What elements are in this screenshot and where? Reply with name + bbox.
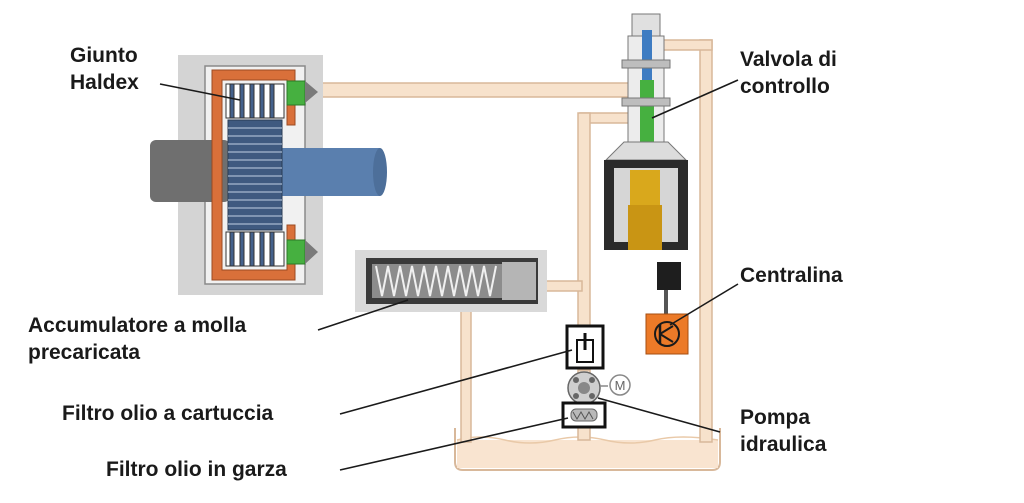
label-filtro-garza: Filtro olio in garza — [106, 458, 287, 481]
cartridge-filter — [565, 324, 605, 370]
haldex-clutch — [150, 55, 387, 295]
output-shaft — [280, 148, 380, 196]
piston-bottom — [286, 239, 306, 265]
label-centralina: Centralina — [740, 264, 843, 287]
leader-garza — [339, 417, 569, 471]
leader-pompa — [597, 397, 721, 433]
clutch-plates-top — [225, 83, 285, 119]
piston-top — [286, 80, 306, 106]
label-pompa-idraulica: Pompa idraulica — [740, 406, 827, 456]
ecu-unit — [645, 313, 689, 355]
control-valve — [604, 13, 688, 290]
leader-centralina — [669, 283, 739, 326]
oil-level — [457, 440, 718, 468]
valve-spool — [640, 80, 654, 150]
leader-lines — [159, 79, 739, 471]
leader-cartuccia — [339, 349, 573, 415]
label-filtro-cartuccia: Filtro olio a cartuccia — [62, 402, 274, 425]
hydraulic-pump: M — [567, 371, 631, 405]
motor-symbol — [609, 374, 631, 396]
leader-giunto — [159, 83, 241, 101]
label-valvola-di-controllo: Valvola di controllo — [740, 48, 837, 98]
label-accumulatore: Accumulatore a molla precaricata — [28, 314, 247, 364]
valve-needle — [642, 30, 652, 82]
input-shaft — [150, 140, 230, 202]
valve-connector — [657, 262, 681, 290]
leader-valvola — [651, 79, 739, 119]
spring-accumulator — [355, 250, 547, 312]
gauze-filter — [561, 401, 607, 429]
clutch-plates-bottom — [225, 231, 285, 267]
motor-symbol-text: M — [615, 378, 626, 393]
leader-accumulatore — [317, 299, 409, 331]
clutch-hub — [227, 119, 283, 231]
label-giunto-haldex: Giunto Haldex — [70, 44, 139, 94]
